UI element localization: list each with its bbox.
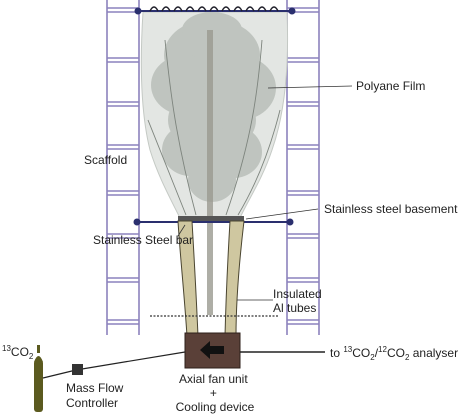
mass-flow-controller-label: Mass Flow Controller bbox=[66, 381, 127, 410]
top-steel-bar bbox=[134, 6, 296, 15]
insulated-tubes-line2: Al tubes bbox=[273, 301, 316, 315]
stainless-steel-basement-label: Stainless steel basement bbox=[324, 202, 458, 216]
insulated-al-tubes bbox=[177, 220, 245, 337]
axial-fan-line2: + bbox=[210, 386, 217, 400]
stainless-steel-bar bbox=[133, 218, 294, 226]
co2-superscript: 13 bbox=[2, 344, 11, 353]
analyser-label: to 13CO2/12CO2 analyser bbox=[330, 345, 458, 362]
axial-fan-label: Axial fan unit + Cooling device bbox=[176, 372, 255, 414]
scaffold-label: Scaffold bbox=[84, 153, 127, 167]
axial-fan-line3: Cooling device bbox=[176, 400, 255, 414]
polyane-film-label: Polyane Film bbox=[356, 79, 425, 93]
stainless-steel-basement bbox=[178, 216, 244, 221]
co2-subscript: 2 bbox=[29, 352, 34, 361]
analyser-co2b: CO bbox=[387, 346, 405, 360]
mass-flow-line2: Controller bbox=[66, 396, 118, 410]
left-scaffold-rungs bbox=[107, 7, 139, 325]
stainless-steel-bar-label: Stainless Steel bar bbox=[93, 233, 193, 247]
analyser-sup2: 12 bbox=[378, 345, 387, 354]
right-scaffold-rungs bbox=[287, 7, 319, 325]
co2-text: CO bbox=[11, 345, 29, 359]
axial-fan-line1: Axial fan unit bbox=[179, 372, 248, 386]
leader-lines bbox=[177, 85, 353, 301]
analyser-sub1: 2 bbox=[370, 353, 375, 362]
insulated-tubes-label: Insulated Al tubes bbox=[273, 287, 325, 315]
co2-cylinder bbox=[34, 345, 43, 412]
film-fold-lines bbox=[147, 39, 281, 216]
co2-label: 13CO2 bbox=[2, 344, 34, 361]
analyser-suffix: analyser bbox=[409, 346, 458, 360]
insulated-tubes-line1: Insulated bbox=[273, 287, 322, 301]
analyser-co2a: CO bbox=[352, 346, 370, 360]
mass-flow-line1: Mass Flow bbox=[66, 381, 124, 395]
airflow-arrow-icon bbox=[200, 341, 224, 359]
right-scaffold bbox=[286, 0, 320, 335]
analyser-prefix: to bbox=[330, 346, 343, 360]
analyser-sup1: 13 bbox=[343, 345, 352, 354]
co2-feed-pipe bbox=[42, 351, 186, 379]
analyser-slash: / bbox=[375, 346, 379, 360]
tree-trunk bbox=[207, 30, 213, 315]
mass-flow-controller-block bbox=[72, 364, 83, 375]
left-scaffold bbox=[106, 0, 140, 335]
film-clips bbox=[149, 6, 279, 12]
analyser-sub2: 2 bbox=[405, 353, 410, 362]
